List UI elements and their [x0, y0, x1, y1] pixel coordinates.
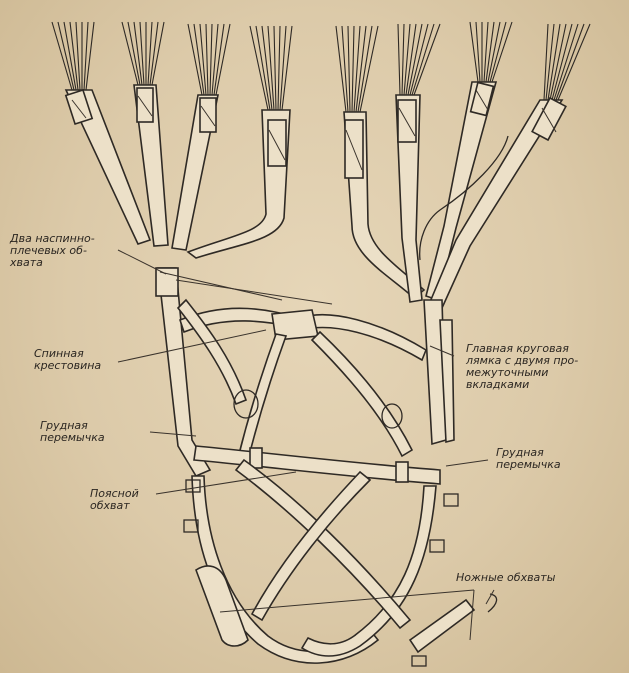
label-chest-strap-left: Грудная перемычка: [40, 420, 150, 444]
right-risers: [344, 82, 566, 308]
label-two-shoulder-straps: Два наспинно- плечевых об- хвата: [10, 233, 130, 269]
back-cross: [178, 300, 426, 460]
leg-loops: [184, 460, 497, 666]
suspension-lines: [52, 22, 590, 112]
label-waist-strap: Поясной обхват: [90, 488, 180, 512]
label-chest-strap-right: Грудная перемычка: [496, 447, 606, 471]
label-leg-straps: Ножные обхваты: [456, 572, 606, 584]
label-main-strap: Главная круговая лямка с двумя про- межу…: [466, 343, 622, 391]
label-back-cross: Спинная крестовина: [34, 348, 134, 372]
